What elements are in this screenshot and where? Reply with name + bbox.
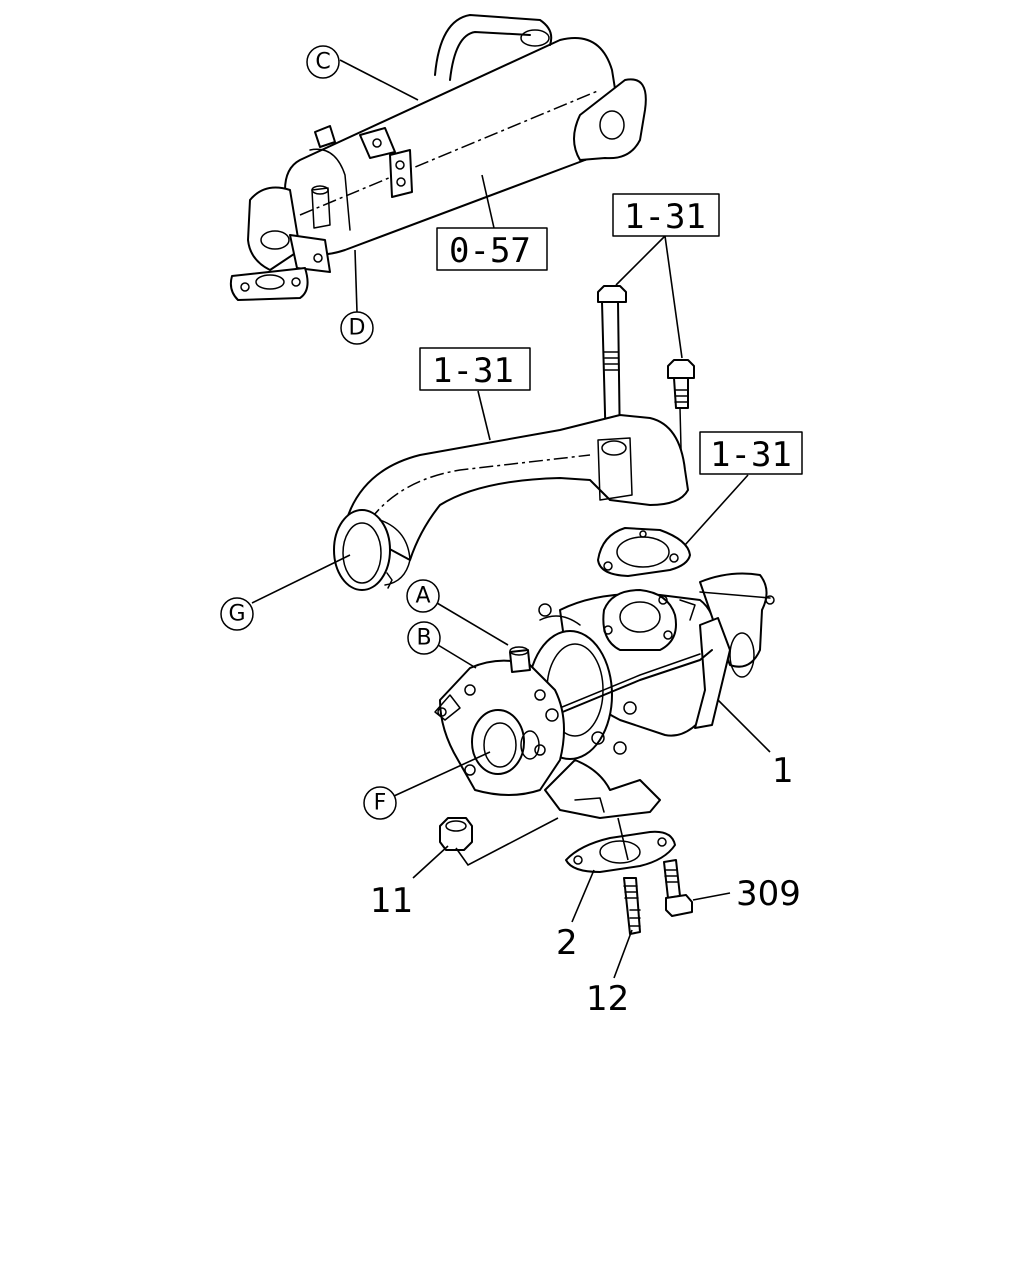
ref-box-1-31-bolts[interactable]: 1-31 <box>612 193 720 237</box>
callout-a: A <box>406 579 440 613</box>
ref-box-0-57[interactable]: 0-57 <box>436 227 548 271</box>
svg-text:1-31: 1-31 <box>624 197 706 237</box>
leader-0-57 <box>481 174 495 229</box>
leader-d <box>354 249 358 313</box>
callout-g: G <box>220 597 254 631</box>
part-label-1[interactable]: 1 <box>772 751 794 791</box>
svg-text:1-31: 1-31 <box>710 435 792 475</box>
part-label-2[interactable]: 2 <box>556 923 578 963</box>
leader-part-1 <box>717 699 771 753</box>
part-label-12[interactable]: 12 <box>586 979 629 1019</box>
leader-gasket-top <box>684 474 749 546</box>
leader-c <box>339 59 419 101</box>
callout-f: F <box>363 786 397 820</box>
leader-bolts-a <box>615 235 666 286</box>
ref-box-1-31-pipe[interactable]: 1-31 <box>419 347 531 391</box>
leader-bolts-b <box>664 235 683 359</box>
callout-d: D <box>340 311 374 345</box>
svg-text:G: G <box>228 602 245 627</box>
intake-pipe <box>333 414 689 591</box>
svg-text:C: C <box>315 50 330 75</box>
leader-nut <box>455 817 559 867</box>
leader-g <box>251 554 351 604</box>
leader-a <box>436 602 509 646</box>
nut <box>439 817 473 851</box>
svg-text:B: B <box>416 626 431 651</box>
svg-text:0-57: 0-57 <box>449 231 531 271</box>
ref-box-1-31-gasket[interactable]: 1-31 <box>699 431 803 475</box>
leader-f <box>393 751 491 797</box>
svg-text:D: D <box>349 316 366 341</box>
part-label-309[interactable]: 309 <box>736 874 801 914</box>
egr-cooler <box>229 14 647 301</box>
svg-text:1-31: 1-31 <box>432 351 514 391</box>
leader-part-11 <box>412 845 449 879</box>
turbocharger <box>434 572 775 819</box>
callout-c: C <box>306 45 340 79</box>
stud <box>623 877 641 935</box>
leader-part-12 <box>613 929 633 979</box>
leader-part-2 <box>571 869 595 923</box>
bolt-309 <box>663 859 693 917</box>
callout-b: B <box>407 621 441 655</box>
leader-part-309 <box>692 892 731 901</box>
part-label-11[interactable]: 11 <box>370 881 413 921</box>
gasket-top <box>597 527 691 577</box>
leader-b <box>437 644 477 669</box>
svg-text:A: A <box>415 584 430 609</box>
gasket-bottom <box>565 817 676 873</box>
svg-text:F: F <box>374 791 387 816</box>
leader-pipe <box>477 390 491 441</box>
